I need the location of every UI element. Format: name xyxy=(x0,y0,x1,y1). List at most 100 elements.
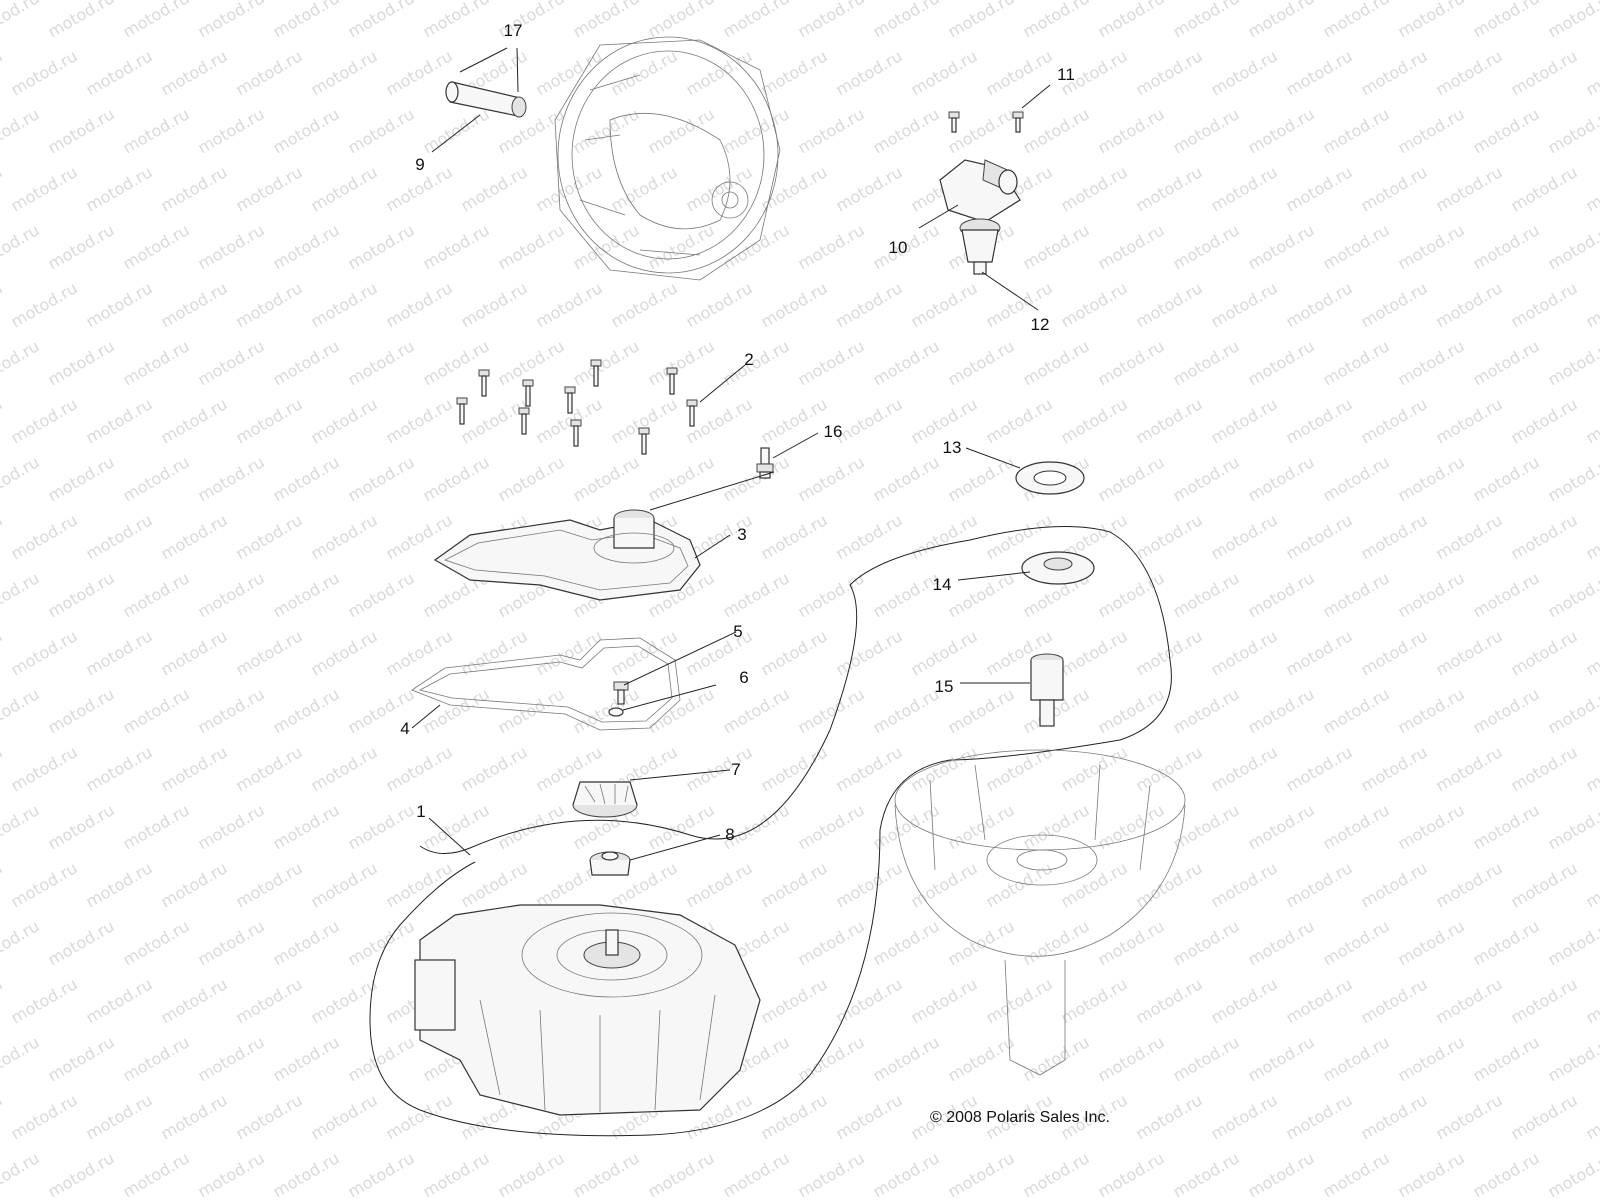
watermark-text: motod.ru xyxy=(1395,684,1468,737)
watermark-text: motod.ru xyxy=(758,858,831,911)
watermark-text: motod.ru xyxy=(195,916,268,969)
watermark-text: motod.ru xyxy=(0,46,6,99)
watermark-text: motod.ru xyxy=(1358,974,1431,1027)
watermark-text: motod.ru xyxy=(1283,858,1356,911)
watermark-text: motod.ru xyxy=(0,1090,6,1143)
watermark-text: motod.ru xyxy=(233,510,306,563)
watermark-text: motod.ru xyxy=(870,452,943,505)
watermark-text: motod.ru xyxy=(345,916,418,969)
watermark-text: motod.ru xyxy=(1095,220,1168,273)
watermark-text: motod.ru xyxy=(383,626,456,679)
watermark-text: motod.ru xyxy=(158,974,231,1027)
watermark-text: motod.ru xyxy=(45,336,118,389)
watermark-text: motod.ru xyxy=(233,974,306,1027)
watermark-text: motod.ru xyxy=(1170,0,1243,41)
watermark-text: motod.ru xyxy=(1433,858,1506,911)
watermark-text: motod.ru xyxy=(1058,974,1131,1027)
callout-labels: 17 9 11 10 12 2 16 13 3 14 5 6 15 4 7 1 … xyxy=(400,21,1075,844)
watermark-text: motod.ru xyxy=(83,510,156,563)
watermark-text: motod.ru xyxy=(1545,800,1600,853)
watermark-text: motod.ru xyxy=(8,974,81,1027)
watermark-text: motod.ru xyxy=(1583,278,1600,331)
watermark-text: motod.ru xyxy=(1395,916,1468,969)
watermark-text: motod.ru xyxy=(983,46,1056,99)
watermark-text: motod.ru xyxy=(1245,568,1318,621)
watermark-text: motod.ru xyxy=(1508,974,1581,1027)
watermark-text: motod.ru xyxy=(8,626,81,679)
watermark-text: motod.ru xyxy=(345,1032,418,1085)
watermark-text: motod.ru xyxy=(308,742,381,795)
callout-6: 6 xyxy=(739,668,748,687)
watermark-text: motod.ru xyxy=(195,220,268,273)
watermark-text: motod.ru xyxy=(345,104,418,157)
watermark-text: motod.ru xyxy=(495,220,568,273)
watermark-text: motod.ru xyxy=(345,220,418,273)
watermark-text: motod.ru xyxy=(533,278,606,331)
watermark-text: motod.ru xyxy=(195,336,268,389)
watermark-text: motod.ru xyxy=(1208,510,1281,563)
watermark-text: motod.ru xyxy=(458,626,531,679)
watermark-text: motod.ru xyxy=(420,0,493,41)
watermark-text: motod.ru xyxy=(1358,858,1431,911)
watermark-text: motod.ru xyxy=(1545,684,1600,737)
watermark-text: motod.ru xyxy=(1508,394,1581,447)
watermark-text: motod.ru xyxy=(270,916,343,969)
watermark-text: motod.ru xyxy=(870,104,943,157)
watermark-text: motod.ru xyxy=(8,162,81,215)
watermark-text: motod.ru xyxy=(1358,510,1431,563)
watermark-text: motod.ru xyxy=(1583,510,1600,563)
watermark-text: motod.ru xyxy=(1283,974,1356,1027)
watermark-text: motod.ru xyxy=(0,394,6,447)
watermark-text: motod.ru xyxy=(645,336,718,389)
washer-part-6 xyxy=(608,707,624,717)
watermark-text: motod.ru xyxy=(1245,336,1318,389)
watermark-text: motod.ru xyxy=(945,452,1018,505)
watermark-text: motod.ru xyxy=(120,104,193,157)
thermostat xyxy=(959,218,1001,275)
watermark-text: motod.ru xyxy=(45,800,118,853)
watermark-text: motod.ru xyxy=(1133,858,1206,911)
watermark-text: motod.ru xyxy=(833,394,906,447)
watermark-text: motod.ru xyxy=(1133,974,1206,1027)
watermark-text: motod.ru xyxy=(1095,1148,1168,1200)
watermark-text: motod.ru xyxy=(83,974,156,1027)
watermark-text: motod.ru xyxy=(345,1148,418,1200)
watermark-text: motod.ru xyxy=(1583,742,1600,795)
watermark-text: motod.ru xyxy=(1320,0,1393,41)
watermark-text: motod.ru xyxy=(645,452,718,505)
watermark-text: motod.ru xyxy=(270,220,343,273)
watermark-text: motod.ru xyxy=(8,858,81,911)
watermark-text: motod.ru xyxy=(1095,336,1168,389)
watermark-text: motod.ru xyxy=(1020,0,1093,41)
watermark-text: motod.ru xyxy=(945,336,1018,389)
callout-17: 17 xyxy=(504,21,523,40)
watermark-text: motod.ru xyxy=(270,1032,343,1085)
watermark-text: motod.ru xyxy=(345,568,418,621)
watermark-text: motod.ru xyxy=(1545,1148,1600,1200)
watermark-text: motod.ru xyxy=(795,916,868,969)
pump-housing-part-1 xyxy=(414,904,761,1116)
watermark-text: motod.ru xyxy=(1320,104,1393,157)
watermark-text: motod.ru xyxy=(45,1148,118,1200)
watermark-text: motod.ru xyxy=(270,0,343,41)
watermark-text: motod.ru xyxy=(233,626,306,679)
watermark-text: motod.ru xyxy=(45,452,118,505)
watermark-text: motod.ru xyxy=(1583,626,1600,679)
watermark-text: motod.ru xyxy=(1395,1148,1468,1200)
shaft-part-15 xyxy=(1030,653,1064,727)
watermark-text: motod.ru xyxy=(1133,510,1206,563)
watermark-text: motod.ru xyxy=(683,858,756,911)
watermark-text: motod.ru xyxy=(608,162,681,215)
watermark-text: motod.ru xyxy=(758,394,831,447)
watermark-text: motod.ru xyxy=(1545,220,1600,273)
callout-11: 11 xyxy=(1057,65,1075,84)
watermark-text: motod.ru xyxy=(720,1148,793,1200)
watermark-text: motod.ru xyxy=(608,278,681,331)
callout-13: 13 xyxy=(943,438,962,457)
watermark-text: motod.ru xyxy=(1395,568,1468,621)
callout-3: 3 xyxy=(737,525,746,544)
plate-part-14 xyxy=(1021,551,1095,585)
watermark-text: motod.ru xyxy=(158,626,231,679)
